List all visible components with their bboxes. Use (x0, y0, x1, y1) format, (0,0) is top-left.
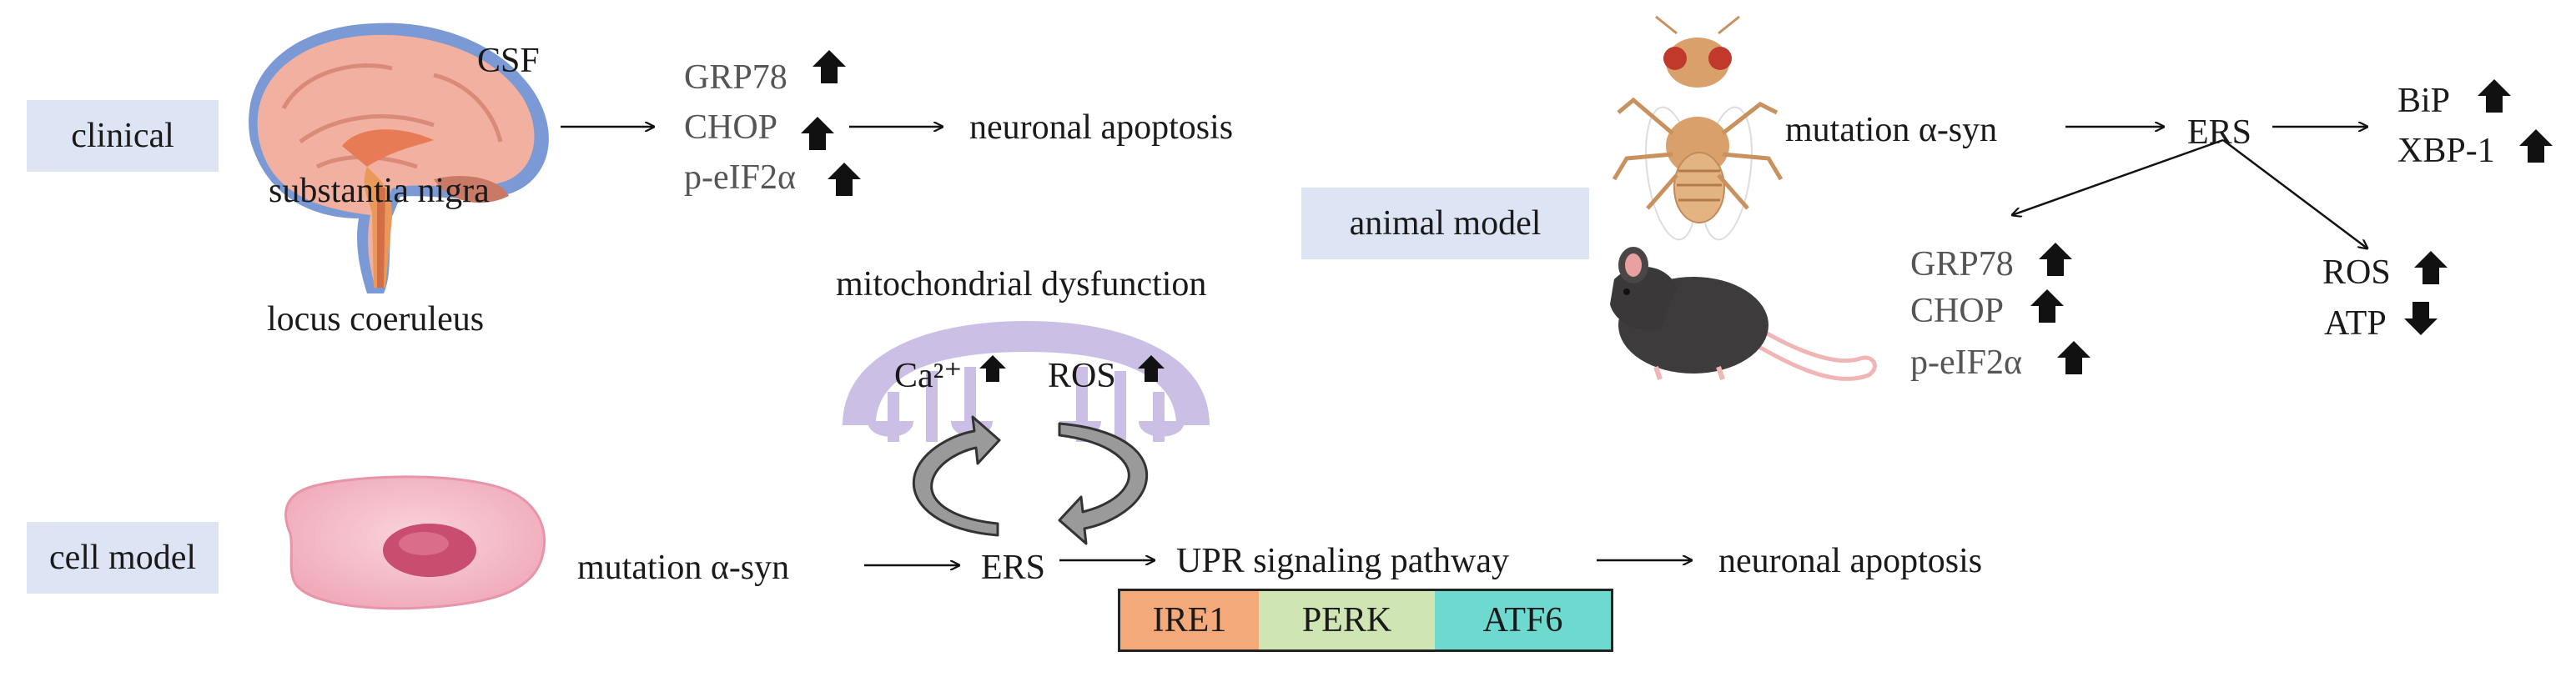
animal-marker-grp78: GRP78 (1910, 245, 2014, 283)
animal-marker-xbp1: XBP-1 (2397, 132, 2495, 170)
cell-ers-label: ERS (981, 549, 1046, 587)
up-arrow-icon (2057, 341, 2090, 374)
up-arrow-icon (2039, 243, 2072, 276)
animal-marker-bip: BiP (2397, 82, 2451, 120)
animal-ers-label: ERS (2187, 113, 2252, 152)
cell-outcome-label: neuronal apoptosis (1718, 542, 1983, 580)
connector-arrows (561, 127, 2367, 565)
animal-atp-label: ATP (2324, 304, 2387, 343)
substantia-nigra-label: substantia nigra (269, 172, 490, 210)
arrow-ers-to-ros (2222, 139, 2367, 248)
up-arrow-icon (2414, 251, 2448, 284)
up-arrow-icon (828, 163, 861, 196)
branch-atf6: ATF6 (1435, 589, 1613, 652)
section-label-clinical: clinical (27, 100, 219, 172)
mito-ros-label: ROS (1048, 357, 1116, 395)
animal-ros-label: ROS (2322, 253, 2391, 292)
arrow-ers-to-grp78 (2012, 138, 2224, 215)
clinical-outcome-label: neuronal apoptosis (969, 108, 1234, 147)
cell-illustration (284, 475, 546, 610)
clinical-marker-peif2a: p-eIF2α (684, 158, 796, 197)
clinical-marker-chop: CHOP (684, 108, 778, 147)
up-arrow-icon (1138, 355, 1165, 382)
branch-ire1: IRE1 (1118, 589, 1261, 652)
clinical-marker-grp78: GRP78 (684, 58, 787, 97)
up-arrow-icon (2030, 289, 2064, 323)
upr-pathway-label: UPR signaling pathway (1176, 542, 1509, 580)
animal-marker-peif2a: p-eIF2α (1910, 343, 2022, 382)
cell-cause-label: mutation α-syn (577, 549, 790, 587)
up-arrow-icon (801, 117, 834, 150)
csf-label: CSF (477, 42, 540, 80)
animal-marker-chop: CHOP (1910, 292, 2005, 330)
up-arrow-icon (979, 355, 1006, 382)
cycle-arrows (912, 415, 1149, 545)
mouse-illustration (1610, 247, 1877, 381)
mito-title: mitochondrial dysfunction (836, 265, 1207, 303)
indicator-arrows (801, 50, 2553, 382)
section-label-cell-model: cell model (27, 522, 219, 594)
animal-cause-label: mutation α-syn (1785, 111, 1998, 149)
up-arrow-icon (2519, 129, 2553, 163)
branch-perk: PERK (1259, 589, 1437, 652)
calcium-label: Ca²⁺ (894, 357, 963, 395)
up-arrow-icon (813, 50, 846, 83)
up-arrow-icon (2478, 79, 2511, 113)
down-arrow-icon (2404, 302, 2438, 335)
brain-illustration (249, 23, 549, 294)
fly-illustration (1612, 15, 1784, 241)
locus-coeruleus-label: locus coeruleus (267, 300, 485, 338)
section-label-animal-model: animal model (1301, 188, 1589, 259)
